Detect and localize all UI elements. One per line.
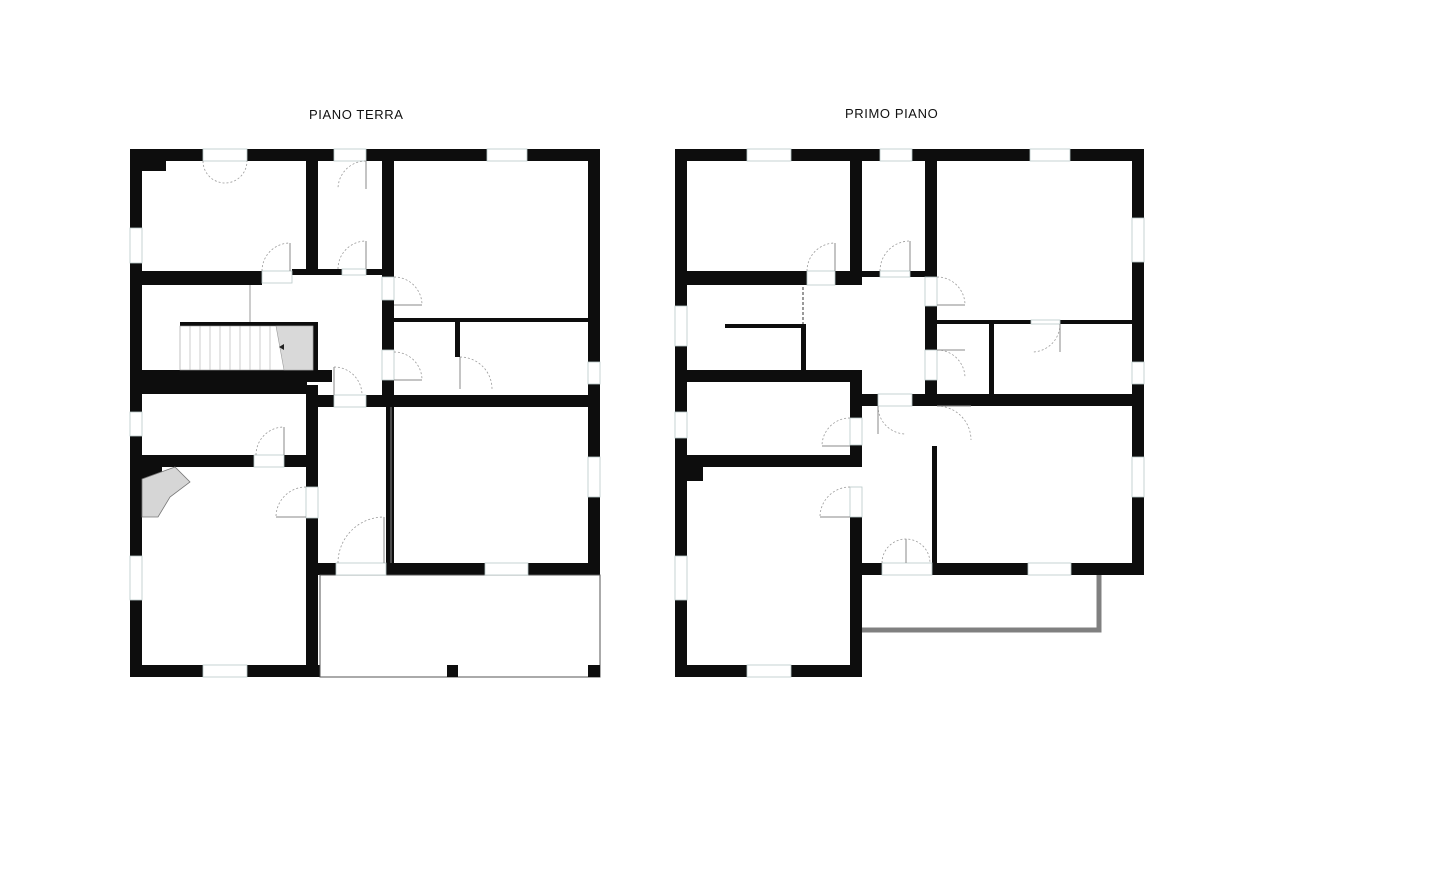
first-floor-title: PRIMO PIANO [845,106,939,121]
gf-wall-h4 [142,370,332,382]
gf-wall-v3 [382,300,394,350]
ff-wall-h12 [862,563,882,575]
gf-wall-v1 [306,149,318,275]
gf-wall-thin-stair [180,322,317,326]
ground-floor-plan [129,148,601,678]
ff-wall-h2 [835,271,862,285]
first-floor-plan [674,148,1145,678]
gf-wall-h6 [318,395,334,407]
ff-wall-h5 [687,370,862,382]
gf-wall-stair-right [313,322,318,372]
gf-windows [129,148,601,678]
gf-wall-h2 [292,269,342,275]
ff-wall-h9 [937,320,1031,324]
ff-wall-east [1132,149,1144,574]
ff-wall-v9 [989,321,994,394]
ff-wall-v1 [850,149,862,273]
gf-wall-v7 [386,407,394,574]
ff-wall-h6 [862,394,878,406]
gf-porch-outline [319,574,601,678]
gf-fireplace [141,466,191,518]
ff-wall-v10 [801,324,806,370]
gf-wall-east-upper [588,149,600,574]
gf-wall-v2 [382,149,394,277]
ff-wall-v5 [850,371,862,418]
gf-corner-nw [142,161,166,171]
ground-floor-title: PIANO TERRA [309,107,404,122]
ff-balcony-railing [862,575,1102,633]
ff-wall-h3 [862,271,880,277]
gf-door-swings [202,160,493,564]
ff-wall-v2 [925,149,937,277]
gf-wall-h3 [366,269,384,275]
ff-wall-h4 [910,271,937,277]
gf-porch-pillar-1 [447,665,458,677]
ff-wall-h7 [912,394,1144,406]
ff-wall-south-right [862,563,1144,575]
ff-wall-v8 [932,446,937,563]
gf-wall-h10 [318,563,336,575]
gf-wall-h9 [284,455,318,467]
ff-wall-h11 [725,324,805,328]
ff-door-swings [806,240,1061,564]
ff-wall-h8 [687,455,862,467]
ff-wall-h1 [687,271,807,285]
gf-wall-v5 [306,385,318,487]
gf-staircase [179,325,314,371]
gf-wall-h12 [394,318,588,322]
ff-wall-v7 [850,517,862,677]
ff-wall-h10 [1060,320,1132,324]
ff-windows [674,148,1145,678]
gf-wall-h5 [142,382,307,394]
gf-porch-pillar-2 [588,665,600,677]
gf-wall-v6 [306,518,318,677]
gf-wall-v8 [455,321,460,357]
ff-corner-sw-room [687,467,703,481]
gf-wall-h7 [366,395,600,407]
ff-wall-v3 [925,306,937,350]
gf-wall-h1 [142,271,262,285]
gf-wall-h8 [142,455,254,467]
